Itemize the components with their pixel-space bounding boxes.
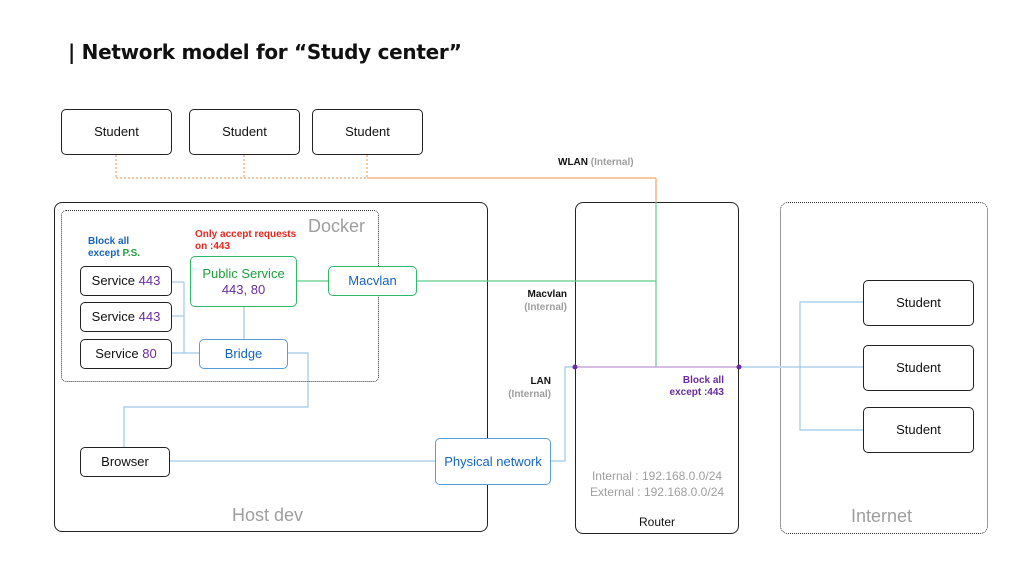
accept-requests-note: Only accept requests on :443 <box>195 229 297 252</box>
macvlan-wires <box>297 202 657 367</box>
docker-container <box>61 210 379 382</box>
internet-container <box>780 202 988 534</box>
wlan-student-1[interactable]: Student <box>61 109 172 155</box>
host-dev-label: Host dev <box>232 505 304 525</box>
macvlan-label: Macvlan (Internal) <box>524 289 567 313</box>
bridge-box[interactable]: Bridge <box>199 339 288 369</box>
lan-wires <box>123 281 863 462</box>
docker-macvlan-box[interactable]: Macvlan <box>328 266 417 296</box>
internet-student-2[interactable]: Student <box>863 345 974 391</box>
wlan-label-name: WLAN <box>558 157 588 168</box>
internet-label: Internet <box>851 506 913 526</box>
page-title: | Network model for “Study center” <box>68 40 462 64</box>
docker-label: Docker <box>308 216 366 236</box>
router-subnets: Internal : 192.168.0.0/24 External : 192… <box>580 468 734 500</box>
wlan-label: WLAN (Internal) <box>558 157 634 168</box>
router-label: Router <box>638 515 676 529</box>
lan-label: LAN (Internal) <box>508 376 551 400</box>
service-box-2[interactable]: Service 443 <box>80 302 172 332</box>
internet-student-3[interactable]: Student <box>863 407 974 453</box>
browser-box[interactable]: Browser <box>80 447 170 477</box>
wlan-student-3[interactable]: Student <box>312 109 423 155</box>
physical-network-box[interactable]: Physical network <box>435 438 551 485</box>
router-internal-subnet: Internal : 192.168.0.0/24 <box>591 469 723 483</box>
router-external-subnet: External : 192.168.0.0/24 <box>589 485 725 499</box>
wlan-wires <box>115 155 657 202</box>
service-box-1[interactable]: Service 443 <box>80 266 172 296</box>
public-service-box[interactable]: Public Service 443, 80 <box>190 256 297 307</box>
block-all-note: Block all except P.S. <box>88 236 141 259</box>
host-dev-container <box>54 202 488 532</box>
firewall-line <box>572 364 742 370</box>
firewall-note: Block all except :443 <box>669 375 724 398</box>
firewall-dot-right <box>736 364 742 370</box>
wlan-label-scope: (Internal) <box>590 157 634 168</box>
internet-student-1[interactable]: Student <box>863 280 974 326</box>
wlan-student-2[interactable]: Student <box>189 109 300 155</box>
service-box-3[interactable]: Service 80 <box>80 339 172 369</box>
firewall-dot-left <box>572 364 578 370</box>
